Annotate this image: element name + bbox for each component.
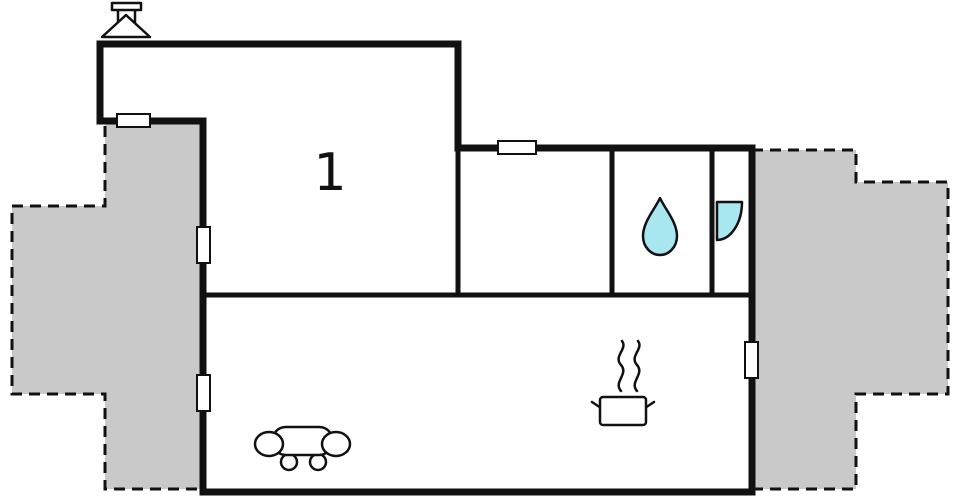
water-drop-icon xyxy=(641,196,679,257)
interior-walls xyxy=(203,146,752,298)
steam-line xyxy=(617,339,625,393)
shower-door-icon xyxy=(715,200,744,242)
steam-line xyxy=(633,339,641,393)
chimney-icon xyxy=(100,1,152,39)
window-icon xyxy=(497,140,537,155)
sofa-arm-left xyxy=(253,430,285,458)
room-label-1: 1 xyxy=(313,143,346,203)
terrace-right xyxy=(750,148,950,491)
pot-body xyxy=(598,395,648,427)
sofa-foot xyxy=(279,452,299,472)
cooking-pot-icon xyxy=(590,395,656,427)
steam-icon xyxy=(617,339,641,393)
sofa-foot xyxy=(308,452,328,472)
terrace-left xyxy=(10,121,206,491)
window-icon xyxy=(196,226,211,264)
window-icon xyxy=(116,113,151,128)
chimney-roof xyxy=(100,13,152,39)
sofa-icon xyxy=(253,425,352,472)
sofa-arm-right xyxy=(320,430,352,458)
chimney-cap xyxy=(110,1,143,12)
window-icon xyxy=(196,374,211,412)
window-icon xyxy=(744,341,759,379)
